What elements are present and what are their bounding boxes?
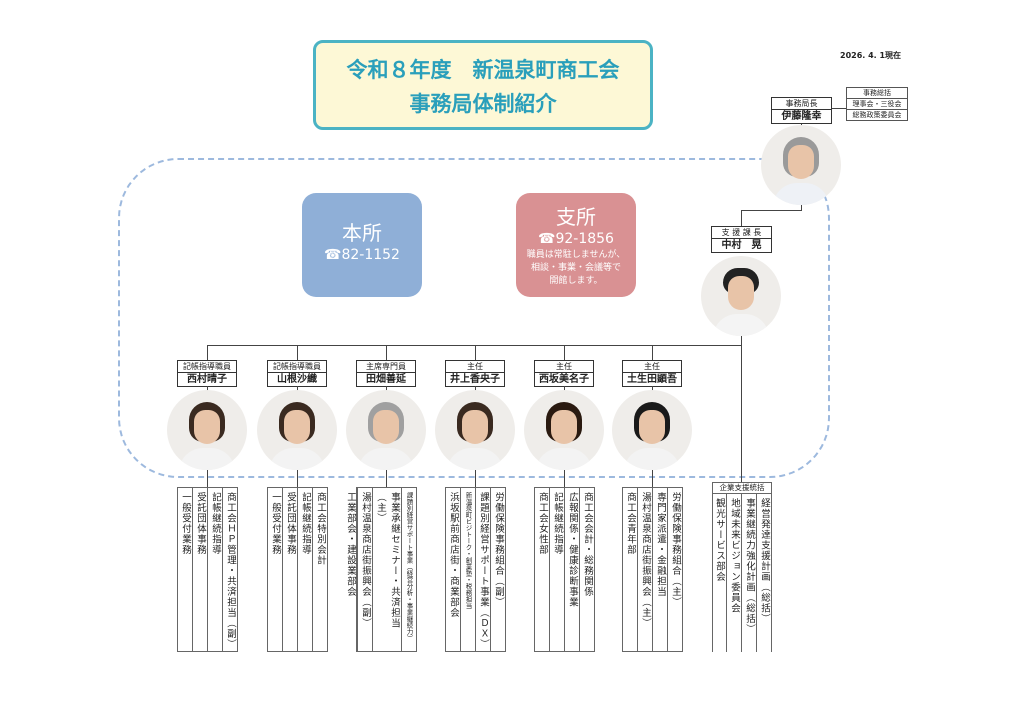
office-boundary	[118, 158, 830, 478]
manager-tasks-header: 企業支援統括	[713, 483, 771, 494]
task: 観光サービス部会	[714, 498, 725, 582]
staff-name-box: 主席専門員 田畑善延	[356, 360, 416, 387]
staff-name: 山根沙織	[277, 374, 317, 385]
connector	[741, 210, 742, 226]
staff-name: 田畑善延	[366, 374, 406, 385]
general-item: 総務政策委員会	[852, 111, 902, 119]
branch-office-box: 支所 ☎92-1856 職員は常駐しませんが、 相談・事業・会議等で 開館します…	[516, 193, 636, 297]
staff-tasks: 商工会会計・総務関係広報関係・健康診断事業記帳継続指導商工会女性部	[534, 487, 595, 652]
staff-role: 主任	[446, 361, 504, 373]
staff-name-box: 記帳指導職員 西村晴子	[177, 360, 237, 387]
connector	[832, 108, 846, 109]
task: 一般受付業務	[270, 492, 281, 555]
task: 労働保険事務組合（主）	[667, 488, 682, 651]
staff-name-box: 主任 井上香央子	[445, 360, 505, 387]
staff-tasks: 労働保険事務組合（副）課題別経営サポート事業（ＤＸ）新温泉町ビジトーク・創業塾・…	[445, 487, 506, 652]
branch-note: 相談・事業・会議等で	[530, 263, 621, 273]
staff-photo	[167, 390, 247, 470]
task: 事業承継セミナー・共済担当（主）	[372, 488, 401, 651]
staff-tasks: 商工会ＨＰ管理・共済担当（副）記帳継続指導受託団体事務一般受付業務	[177, 487, 238, 652]
connector	[652, 345, 653, 360]
connector	[801, 200, 802, 210]
general-affairs-box: 事務総括 理事会・三役会 総務政策委員会	[846, 87, 908, 121]
task: 商工会ＨＰ管理・共済担当（副）	[222, 488, 237, 651]
staff-role: 主任	[623, 361, 681, 373]
connector	[207, 345, 208, 360]
task: 湯村温泉商店街振興会（主）	[637, 488, 652, 651]
task: 課題別経営サポート事業（ＤＸ）	[475, 488, 490, 651]
task: 工業部会・建設業部会	[345, 492, 356, 597]
task: 労働保険事務組合（副）	[490, 488, 505, 651]
connector	[741, 210, 802, 211]
task: 課題別経営サポート事業（経営分析・事業継続力）	[401, 488, 416, 651]
task: 経営発達支援計画（総括）	[756, 494, 771, 652]
task: 地域未来ビジョン委員会	[726, 494, 741, 652]
title-line1: 令和８年度 新温泉町商工会	[346, 58, 620, 82]
manager-tasks: 企業支援統括 経営発達支援計画（総括） 事業継続力強化計画（総括） 地域未来ビジ…	[712, 482, 772, 652]
manager-box: 支 援 課 長 中村 晃	[711, 226, 772, 253]
task: 新温泉町ビジトーク・創業塾・税務担当	[460, 488, 475, 651]
task: 受託団体事務	[192, 488, 207, 651]
staff-tasks: 課題別経営サポート事業（経営分析・事業継続力）事業承継セミナー・共済担当（主）湯…	[345, 487, 417, 652]
task: 記帳継続指導	[297, 488, 312, 651]
task: 商工会特別会計	[312, 488, 327, 651]
connector	[207, 345, 742, 346]
task: 受託団体事務	[282, 488, 297, 651]
staff-photo	[257, 390, 337, 470]
staff-role: 主任	[535, 361, 593, 373]
staff-tasks: 商工会特別会計記帳継続指導受託団体事務一般受付業務	[267, 487, 328, 652]
connector	[297, 345, 298, 360]
staff-photo	[346, 390, 426, 470]
task: 専門家派遣・金融担当	[652, 488, 667, 651]
as-of-date: 2026. 4. 1現在	[840, 51, 902, 60]
staff-name: 西村晴子	[187, 374, 227, 385]
task: 一般受付業務	[180, 492, 191, 555]
director-role: 事務局長	[772, 98, 831, 110]
title-box: 令和８年度 新温泉町商工会 事務局体制紹介	[313, 40, 653, 130]
branch-office-name: 支所	[556, 205, 596, 229]
director-name: 伊藤隆幸	[781, 111, 822, 122]
task: 事業継続力強化計画（総括）	[741, 494, 756, 652]
task: 商工会青年部	[625, 492, 636, 555]
manager-name: 中村 晃	[721, 240, 762, 251]
main-office-name: 本所	[342, 221, 382, 245]
task: 商工会女性部	[537, 492, 548, 555]
branch-note: 開館します。	[549, 276, 603, 286]
main-office-box: 本所 ☎82-1152	[302, 193, 422, 297]
task: 商工会会計・総務関係	[579, 488, 594, 651]
staff-name: 土生田顕吾	[627, 374, 677, 385]
task: 広報関係・健康診断事業	[564, 488, 579, 651]
general-header: 事務総括	[847, 88, 907, 99]
branch-office-tel: ☎92-1856	[538, 231, 614, 247]
connector	[386, 345, 387, 360]
staff-name-box: 主任 土生田顕吾	[622, 360, 682, 387]
task: 記帳継続指導	[549, 488, 564, 651]
connector	[564, 345, 565, 360]
staff-name: 西坂美名子	[539, 374, 589, 385]
staff-photo	[524, 390, 604, 470]
staff-role: 主席専門員	[357, 361, 415, 373]
manager-photo	[701, 256, 781, 336]
staff-name-box: 記帳指導職員 山根沙織	[267, 360, 327, 387]
staff-role: 記帳指導職員	[178, 361, 236, 373]
staff-name: 井上香央子	[450, 374, 500, 385]
staff-tasks: 労働保険事務組合（主）専門家派遣・金融担当湯村温泉商店街振興会（主）商工会青年部	[622, 487, 683, 652]
staff-photo	[612, 390, 692, 470]
task: 浜坂駅前商店街・商業部会	[448, 492, 459, 618]
general-item: 理事会・三役会	[847, 99, 907, 110]
task: 湯村温泉商店街振興会（副）	[357, 488, 372, 651]
staff-name-box: 主任 西坂美名子	[534, 360, 594, 387]
staff-photo	[435, 390, 515, 470]
connector	[741, 334, 742, 482]
connector	[475, 345, 476, 360]
manager-role: 支 援 課 長	[712, 227, 771, 239]
director-box: 事務局長 伊藤隆幸	[771, 97, 832, 124]
main-office-tel: ☎82-1152	[324, 247, 400, 263]
task: 記帳継続指導	[207, 488, 222, 651]
director-photo	[761, 125, 841, 205]
staff-role: 記帳指導職員	[268, 361, 326, 373]
title-line2: 事務局体制紹介	[409, 92, 557, 116]
branch-note: 職員は常駐しませんが、	[526, 250, 626, 260]
